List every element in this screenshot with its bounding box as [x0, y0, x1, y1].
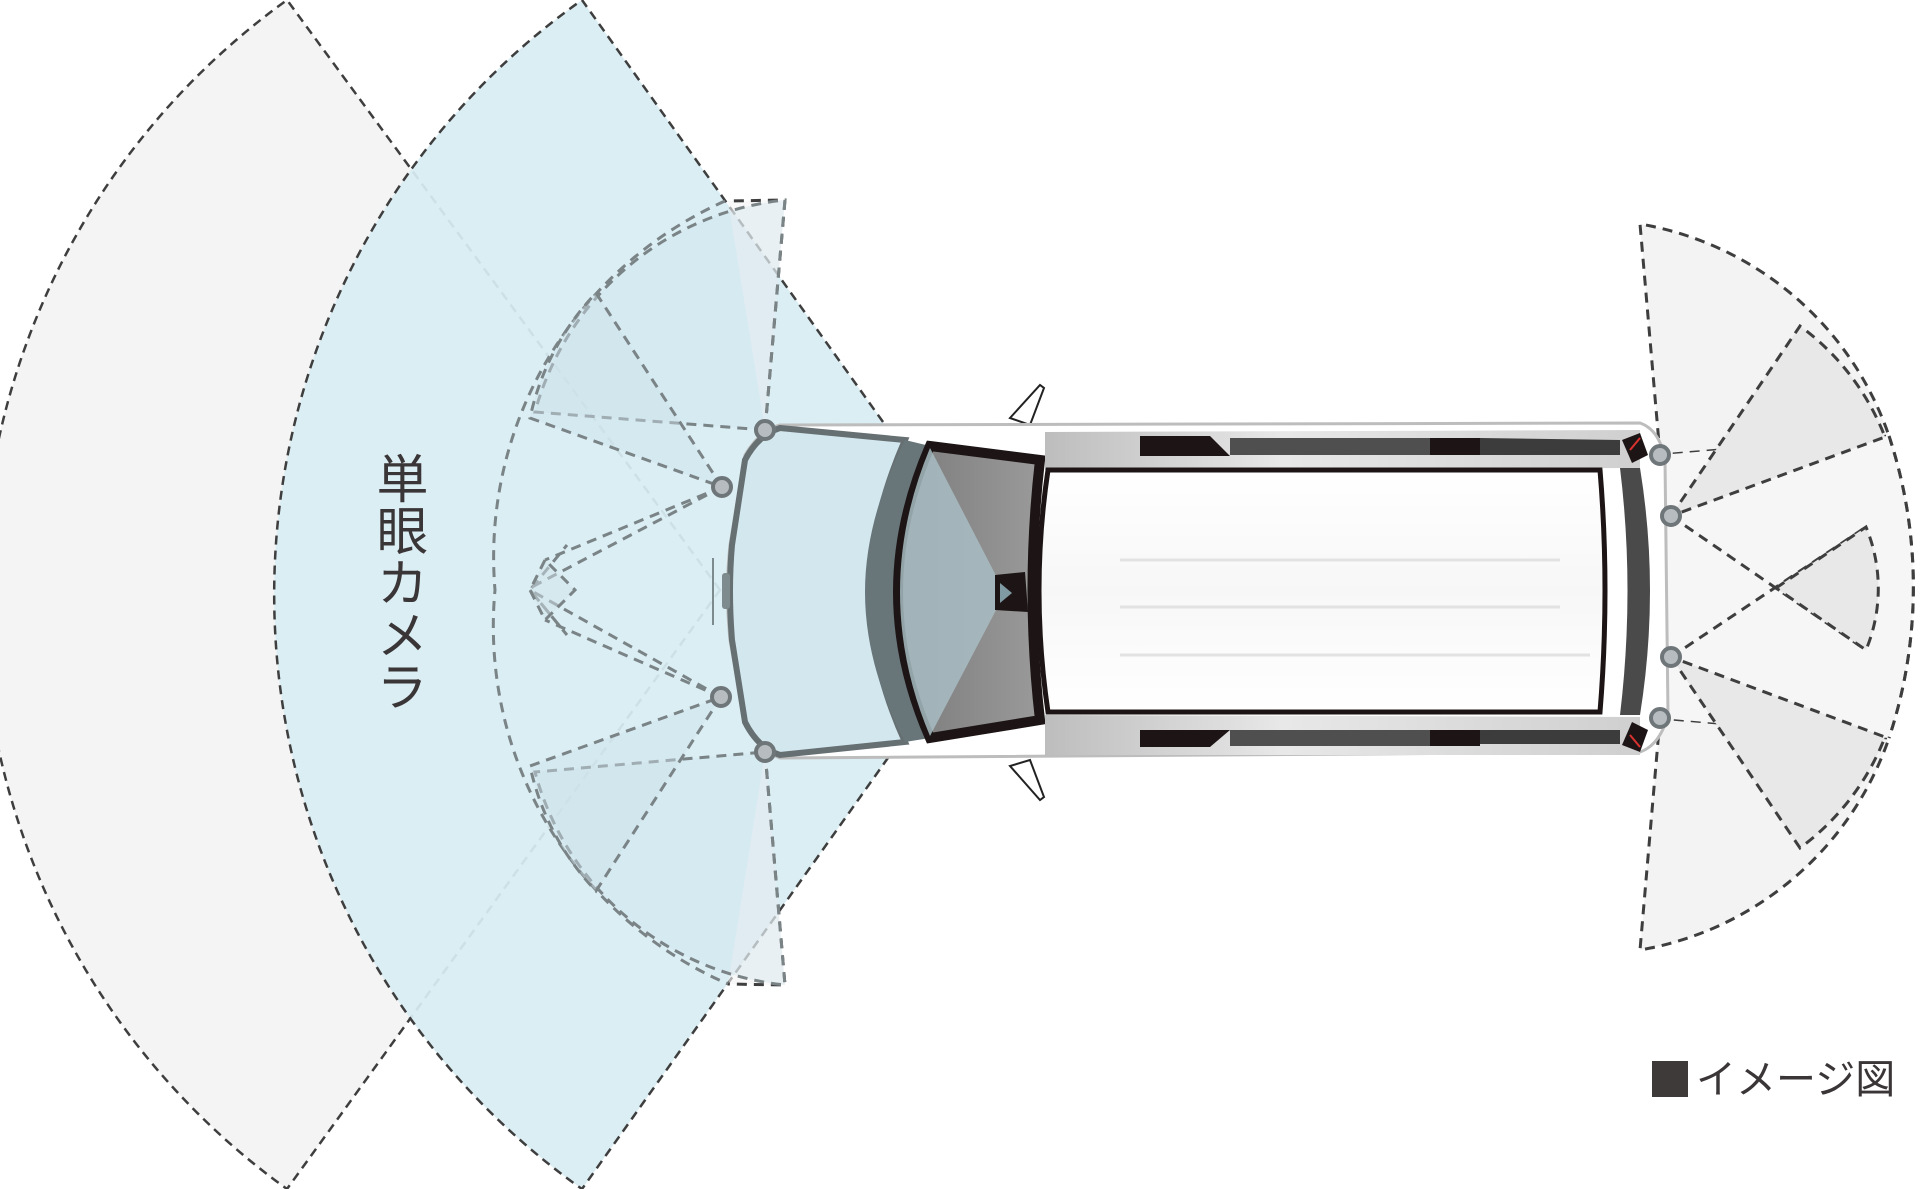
front-sensors — [710, 419, 776, 763]
sensor-icon — [754, 419, 776, 441]
sensor-icon — [1649, 707, 1671, 729]
camera-icon — [1000, 583, 1012, 603]
sensor-icon — [754, 741, 776, 763]
front-radar-icon — [722, 573, 730, 609]
front-sonar-zones — [491, 198, 787, 987]
square-bullet-icon — [1652, 1061, 1688, 1097]
sensor-icon — [1660, 646, 1682, 668]
left-mirror — [1008, 383, 1046, 427]
camera-coverage-zone — [272, 0, 1007, 1189]
camera-mount — [995, 572, 1028, 612]
image-note-caption: イメージ図 — [1652, 1057, 1895, 1103]
sensor-icon — [711, 476, 733, 498]
sensor-icon — [710, 686, 732, 708]
rear-sonar-zones — [1638, 222, 1915, 952]
right-mirror — [1008, 758, 1046, 802]
sensor-icon — [1649, 444, 1671, 466]
vehicle-top-view — [712, 383, 1670, 802]
camera-label: 単眼カメラ — [367, 452, 427, 712]
rear-sensors — [1649, 444, 1682, 729]
image-note-text: イメージ図 — [1696, 1057, 1896, 1103]
sensor-icon — [1660, 505, 1682, 527]
